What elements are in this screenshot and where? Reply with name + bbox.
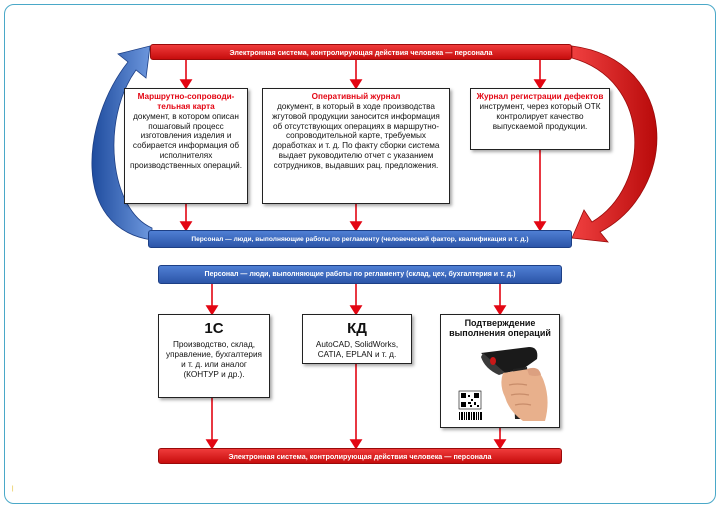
onec-box: 1С Производство, склад, управление, бухг… bbox=[158, 314, 270, 398]
operational-log-box: Оперативный журнал документ, в который в… bbox=[262, 88, 450, 204]
corner-mark: | bbox=[12, 486, 14, 492]
personnel-bar-factor: Персонал — люди, выполняющие работы по р… bbox=[148, 230, 572, 248]
down-arrows-lower bbox=[205, 284, 507, 316]
down-arrows-middle bbox=[179, 150, 547, 232]
cad-box: КД AutoCAD, SolidWorks, CATIA, EPLAN и т… bbox=[302, 314, 412, 364]
barcode-scanner-icon bbox=[458, 346, 548, 421]
barcode-icon bbox=[459, 411, 482, 420]
page-frame bbox=[4, 4, 716, 504]
operation-confirmation-title: Подтверждение выполнения операций bbox=[449, 318, 551, 339]
onec-title: 1С bbox=[204, 320, 224, 337]
down-arrows-top bbox=[179, 60, 547, 90]
qr-code-icon bbox=[458, 390, 482, 409]
defect-log-title: Журнал регистрации дефектов bbox=[476, 92, 604, 101]
top-system-bar: Электронная система, контролирующая дейс… bbox=[150, 44, 572, 60]
defect-log-text: инструмент, через который ОТК контролиру… bbox=[479, 101, 601, 131]
right-feedback-arrow bbox=[571, 45, 658, 243]
personnel-bar-departments-label: Персонал — люди, выполняющие работы по р… bbox=[204, 271, 516, 278]
bottom-system-bar-label: Электронная система, контролирующая дейс… bbox=[228, 451, 492, 461]
onec-text: Производство, склад, управление, бухгалт… bbox=[166, 340, 262, 379]
cad-title: КД bbox=[347, 320, 367, 337]
defect-log-box: Журнал регистрации дефектов инструмент, … bbox=[470, 88, 610, 150]
cad-text: AutoCAD, SolidWorks, CATIA, EPLAN и т. д… bbox=[315, 340, 399, 359]
top-system-bar-label: Электронная система, контролирующая дейс… bbox=[229, 47, 493, 57]
route-card-text: документ, в котором описан пошаговый про… bbox=[130, 111, 242, 170]
left-feedback-arrow bbox=[91, 45, 153, 241]
operational-log-title: Оперативный журнал bbox=[311, 92, 401, 101]
down-arrows-bottom bbox=[205, 364, 507, 450]
route-card-box: Маршрутно-сопроводи-тельная карта докуме… bbox=[124, 88, 248, 204]
operation-confirmation-box: Подтверждение выполнения операций bbox=[440, 314, 560, 428]
personnel-bar-departments: Персонал — люди, выполняющие работы по р… bbox=[158, 265, 562, 284]
personnel-bar-factor-label: Персонал — люди, выполняющие работы по р… bbox=[191, 235, 529, 243]
bottom-system-bar: Электронная система, контролирующая дейс… bbox=[158, 448, 562, 464]
operational-log-text: документ, в который в ходе производства … bbox=[272, 101, 440, 170]
route-card-title: Маршрутно-сопроводи-тельная карта bbox=[137, 92, 235, 111]
